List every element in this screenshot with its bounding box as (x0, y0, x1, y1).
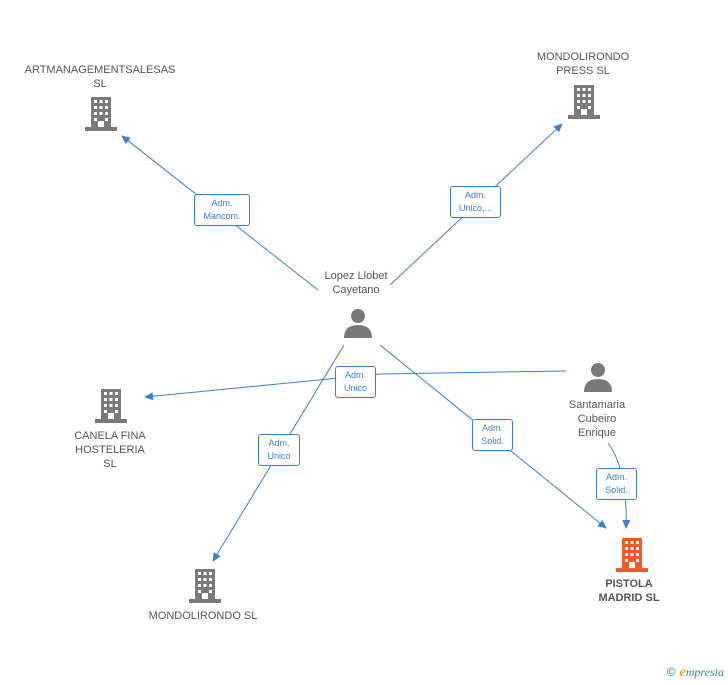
edge-label-adm-unico-mondolirondo[interactable]: Adm. Unico (258, 434, 300, 466)
building-icon[interactable] (568, 85, 600, 119)
building-icon[interactable] (95, 389, 127, 423)
person-icon[interactable] (343, 308, 373, 338)
edge-label-adm-unico-etc[interactable]: Adm. Unico,... (450, 186, 501, 218)
building-icon[interactable] (85, 97, 117, 131)
brand-name: mpresia (685, 665, 724, 679)
person-icon[interactable] (583, 362, 613, 392)
node-label-mondolirondo-press[interactable]: MONDOLIRONDO PRESS SL (536, 51, 630, 77)
brand-initial: e (679, 665, 686, 680)
building-icon-highlighted[interactable] (616, 538, 648, 572)
node-label-santamaria[interactable]: Santamaria Cubeiro Enrique (568, 399, 626, 439)
copyright-symbol: © (666, 665, 676, 679)
edge-santamaria-canela (144, 370, 567, 401)
node-label-artmanagement[interactable]: ARTMANAGEMENTSALESAS SL (24, 64, 176, 90)
node-label-lopez[interactable]: Lopez Llobet Cayetano (324, 270, 388, 296)
brand-footer: ©empresia (667, 665, 724, 681)
node-label-mondolirondo-sl[interactable]: MONDOLIRONDO SL (148, 610, 258, 622)
node-label-pistola[interactable]: PISTOLA MADRID SL (598, 578, 660, 604)
edge-label-adm-mancom[interactable]: Adm. Mancom. (194, 194, 250, 226)
edge-label-adm-solid-lopez[interactable]: Adm. Solid. (472, 419, 513, 451)
building-icon[interactable] (189, 569, 221, 603)
edge-label-adm-solid-santamaria[interactable]: Adm. Solid. (596, 468, 637, 500)
edge-label-adm-unico-canela[interactable]: Adm. Unico (335, 366, 376, 398)
node-label-canela[interactable]: CANELA FINA HOSTELERIA SL (74, 430, 146, 470)
